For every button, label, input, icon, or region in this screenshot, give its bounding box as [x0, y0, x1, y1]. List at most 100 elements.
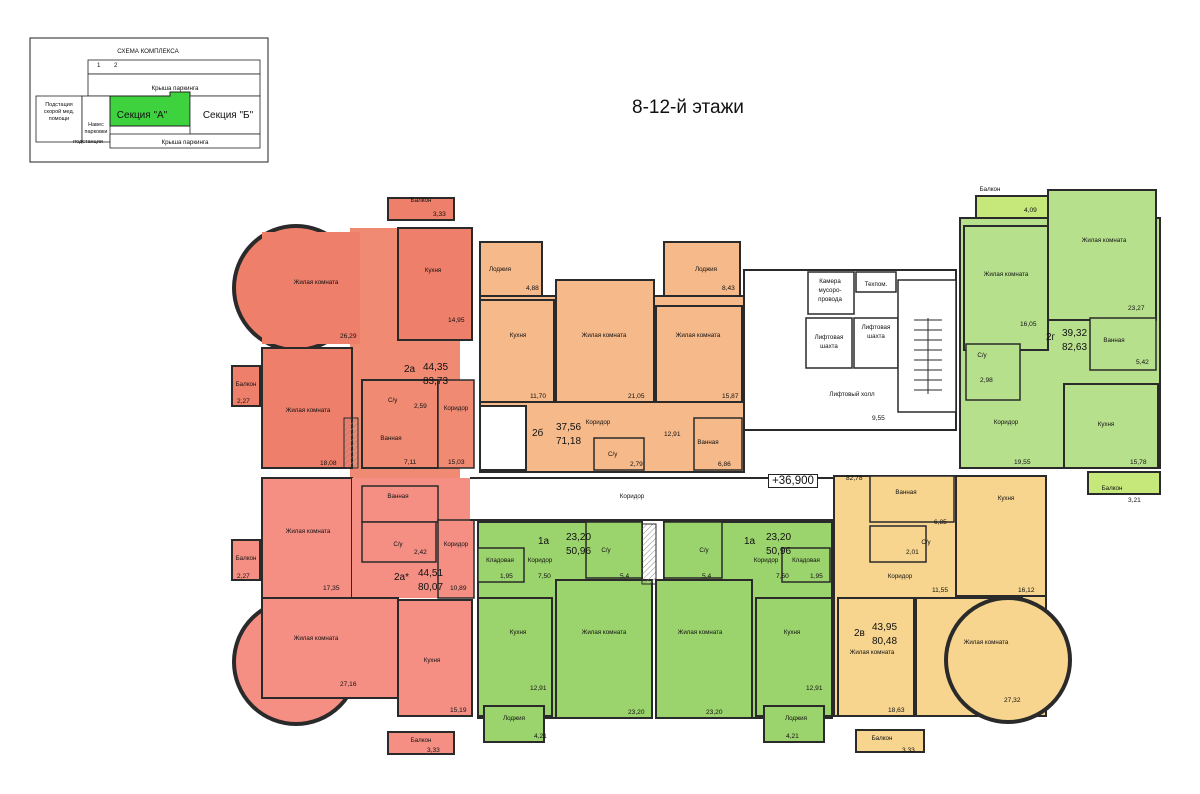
loggia-1a-left: [483, 705, 545, 743]
area-wc-2v: 2,01: [906, 549, 919, 556]
label-loggia-2b-left: Лоджия: [489, 266, 511, 273]
apartment-2a: [231, 197, 475, 478]
area-living-2g-b: 16,05: [1020, 321, 1037, 328]
scheme-canopy-line2: парковки: [84, 129, 107, 135]
area-living-round-bottom: 27,16: [340, 681, 357, 688]
area-corridor-2as: 10,89: [450, 585, 467, 592]
area-living-2as: 17,35: [323, 585, 340, 592]
label-common-corridor: Коридор: [620, 493, 645, 500]
apt-2b-living: 37,56: [556, 422, 581, 433]
area-wc-1a-left: 5,4: [620, 573, 629, 580]
apt-2b-type: 2б: [532, 427, 544, 439]
label-loggia-1a-right: Лоджия: [785, 715, 807, 722]
label-balcony-left-upper: Балкон: [236, 381, 257, 388]
scheme-roof-top: Крыша паркинга: [152, 85, 200, 92]
scheme-canopy-line3: подстанции: [73, 139, 103, 145]
label-corridor-2v: Коридор: [888, 573, 913, 580]
label-living-round-top: Жилая комната: [294, 279, 339, 286]
apt-1a-right-type: 1а: [744, 536, 756, 547]
apt-2v-living: 43,95: [872, 622, 897, 633]
area-bath-2a: 7,11: [404, 459, 417, 466]
area-loggia-1a-right: 4,21: [786, 733, 799, 740]
area-bath-2g: 5,42: [1136, 359, 1149, 366]
label-kitchen-1a-right: Кухня: [784, 629, 801, 636]
area-bath-2v: 6,85: [934, 519, 947, 526]
scheme-substation-line3: помощи: [49, 116, 69, 122]
area-balcony-right: 3,21: [1128, 497, 1141, 504]
loggia-2b-right: [663, 241, 741, 297]
area-kitchen-2a: 14,95: [448, 317, 465, 324]
label-loggia-1a-left: Лоджия: [503, 715, 525, 722]
label-balcony-left-lower: Балкон: [236, 555, 257, 562]
apartment-2a-star: [231, 477, 475, 755]
label-techroom: Техпом.: [865, 281, 888, 288]
balcony-bottom-left: [387, 731, 455, 755]
tech-room: [855, 271, 897, 293]
label-balcony-top-right: Балкон: [980, 186, 1001, 193]
apartment-1a-left: [477, 521, 653, 743]
label-pantry-1a-right: Кладовая: [792, 557, 820, 564]
label-kitchen-2g: Кухня: [1098, 421, 1115, 428]
apt-2b-total: 71,18: [556, 436, 581, 447]
label-wc-2g: С/у: [977, 352, 987, 359]
label-living-2g-b: Жилая комната: [984, 271, 1029, 278]
area-corridor-1a-left: 7,50: [538, 573, 551, 580]
label-bath-2as: Ванная: [387, 493, 408, 500]
area-living-2v-a: 18,63: [888, 707, 905, 714]
apartment-2g: [959, 189, 1161, 495]
label-bath-2b: Ванная: [697, 439, 718, 446]
floor-title: 8-12-й этажи: [632, 97, 744, 118]
label-living-2v-b: Жилая комната: [964, 639, 1009, 646]
balcony-top-right: [975, 195, 1049, 219]
apartment-1a-right: [655, 521, 833, 743]
area-kitchen-2b: 11,70: [530, 393, 546, 400]
label-corridor-2b: Коридор: [586, 419, 611, 426]
label-wc-1a-right: С/у: [699, 547, 709, 554]
label-shaft-right-1: Лифтовая: [862, 324, 891, 331]
label-kitchen-2a: Кухня: [425, 267, 442, 274]
garbage-chamber: [807, 271, 855, 315]
label-kitchen-2v: Кухня: [998, 495, 1015, 502]
label-corridor-1a-right: Коридор: [754, 557, 779, 564]
apt-1a-left-type: 1а: [538, 536, 550, 547]
area-kitchen-2g: 15,78: [1130, 459, 1147, 466]
apt-2g-type: 2г: [1046, 332, 1056, 343]
area-living-2a: 18,08: [320, 460, 337, 467]
label-balcony-right: Балкон: [1102, 485, 1123, 492]
apt-2a-total: 83,73: [423, 376, 448, 387]
area-corridor-2b: 12,91: [664, 431, 681, 438]
area-living-1a-right: 23,20: [706, 709, 723, 716]
label-corridor-2g: Коридор: [994, 419, 1019, 426]
balcony-left-upper: [231, 365, 261, 407]
area-pantry-1a-left: 1,95: [500, 573, 513, 580]
balcony-top-left: [387, 197, 455, 221]
scheme-title: СХЕМА КОМПЛЕКСА: [117, 48, 179, 55]
scheme-substation-line1: Подстация: [45, 102, 73, 108]
label-bath-2a: Ванная: [380, 435, 401, 442]
apt-2as-total: 80,07: [418, 582, 443, 593]
area-kitchen-1a-right: 12,91: [806, 685, 823, 692]
label-living-2a: Жилая комната: [286, 407, 331, 414]
label-balcony-bottom-right: Балкон: [872, 735, 893, 742]
label-wc-1a-left: С/у: [601, 547, 611, 554]
area-corridor-2g: 19,55: [1014, 459, 1031, 466]
label-wc-2v: С/у: [921, 539, 931, 546]
scheme-mark-1: 1: [97, 62, 101, 69]
label-living-1a-left: Жилая комната: [582, 629, 627, 636]
label-living-1a-right: Жилая комната: [678, 629, 723, 636]
apt-1a-right-total: 50,96: [766, 546, 791, 557]
apt-2a-type: 2а: [404, 364, 416, 375]
area-wc-1a-right: 5,4: [702, 573, 711, 580]
area-wc-2b: 2,79: [630, 461, 643, 468]
apt-1a-left-living: 23,20: [566, 532, 591, 543]
scheme-section-a-label: Секция "А": [117, 110, 168, 121]
label-kitchen-2as: Кухня: [424, 657, 441, 664]
area-balcony-left-upper: 2,27: [237, 398, 250, 405]
area-wc-2g: 2,98: [980, 377, 993, 384]
area-corridor-1a-right: 7,50: [776, 573, 789, 580]
label-living-2b-b: Жилая комната: [676, 332, 721, 339]
label-pantry-1a-left: Кладовая: [486, 557, 514, 564]
area-living-2b-a: 21,05: [628, 393, 645, 400]
area-wc-2as: 2,42: [414, 549, 427, 556]
lift-core: [743, 269, 957, 431]
